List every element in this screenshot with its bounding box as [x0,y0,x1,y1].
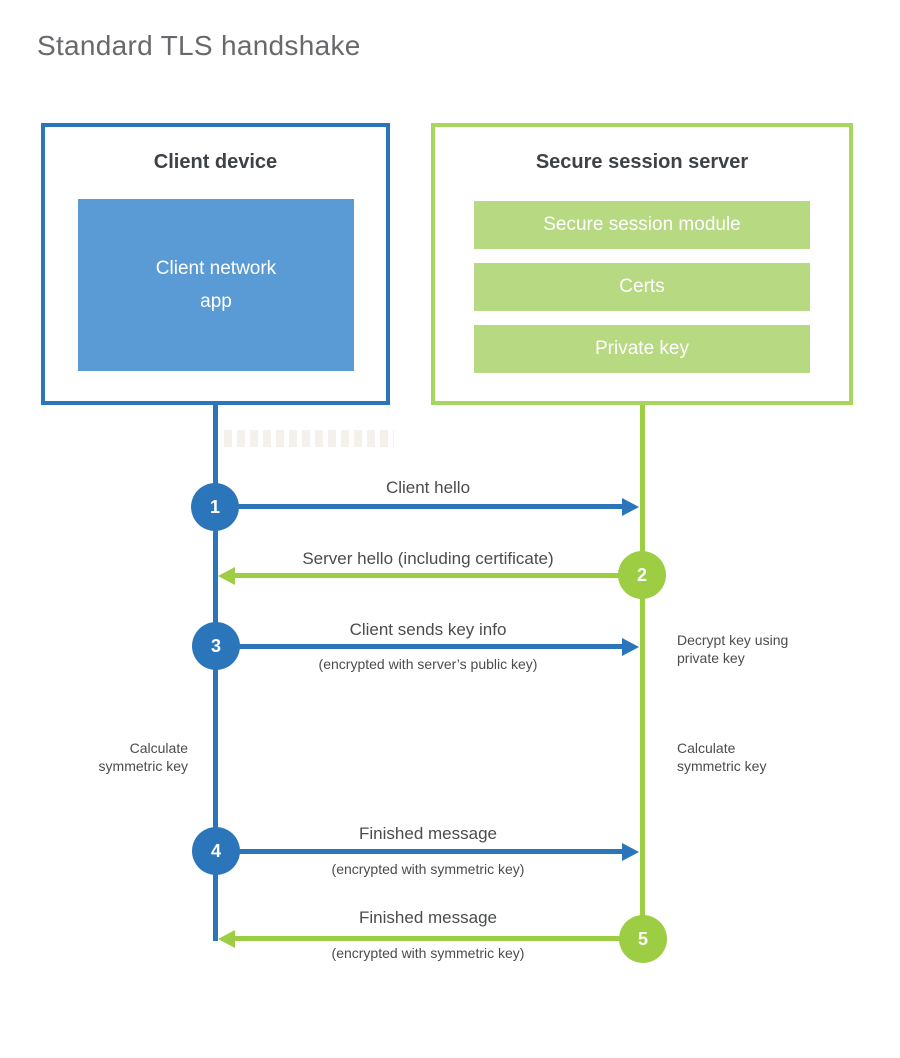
step-1-label: Client hello [385,478,471,497]
client-network-app-box: Client network app [78,199,354,371]
server-module-bar-certs: Certs [474,263,810,311]
server-heading: Secure session server [535,151,749,173]
step-5-circle: 5 [619,915,667,963]
server-module-bar-secure-session-module: Secure session module [474,201,810,249]
server-module-bar-private-key: Private key [474,325,810,373]
client-lifeline [213,405,218,941]
step-5-arrowhead-left-icon [218,930,235,948]
step-1-arrow-line [215,504,622,509]
step-2-label: Server hello (including certificate) [302,549,554,568]
step-4-label: Finished message [359,824,497,843]
server-module-label: Secure session module [543,214,741,235]
page-title: Standard TLS handshake [37,30,361,61]
step-4-arrow-line [216,849,622,854]
client-network-app-label: Client network app [155,257,277,312]
step-5-arrow-line [234,936,643,941]
server-module-label: Private key [595,338,689,359]
step-4-subtext: (encrypted with symmetric key) [331,861,525,877]
step-3-arrow-line [216,644,622,649]
faint-dashes-artifact [224,430,394,447]
step-3-arrowhead-right-icon [622,638,639,656]
step-5-subtext: (encrypted with symmetric key) [331,945,525,961]
step-4-arrowhead-right-icon [622,843,639,861]
calculate-symmetric-key-note-client: Calculate symmetric key [98,740,188,775]
step-2-arrowhead-left-icon [218,567,235,585]
step-2-arrow-line [234,573,642,578]
server-lifeline [640,405,645,941]
server-module-label: Certs [619,276,665,297]
step-3-label: Client sends key info [349,620,507,639]
calculate-symmetric-key-note-server: Calculate symmetric key [677,740,767,775]
step-4-circle: 4 [192,827,240,875]
step-1-arrowhead-right-icon [622,498,639,516]
decrypt-key-note: Decrypt key using private key [677,632,789,667]
step-2-circle: 2 [618,551,666,599]
client-device-heading: Client device [153,151,278,173]
step-3-subtext: (encrypted with server’s public key) [318,656,538,672]
step-5-label: Finished message [359,908,497,927]
step-3-circle: 3 [192,622,240,670]
step-1-circle: 1 [191,483,239,531]
